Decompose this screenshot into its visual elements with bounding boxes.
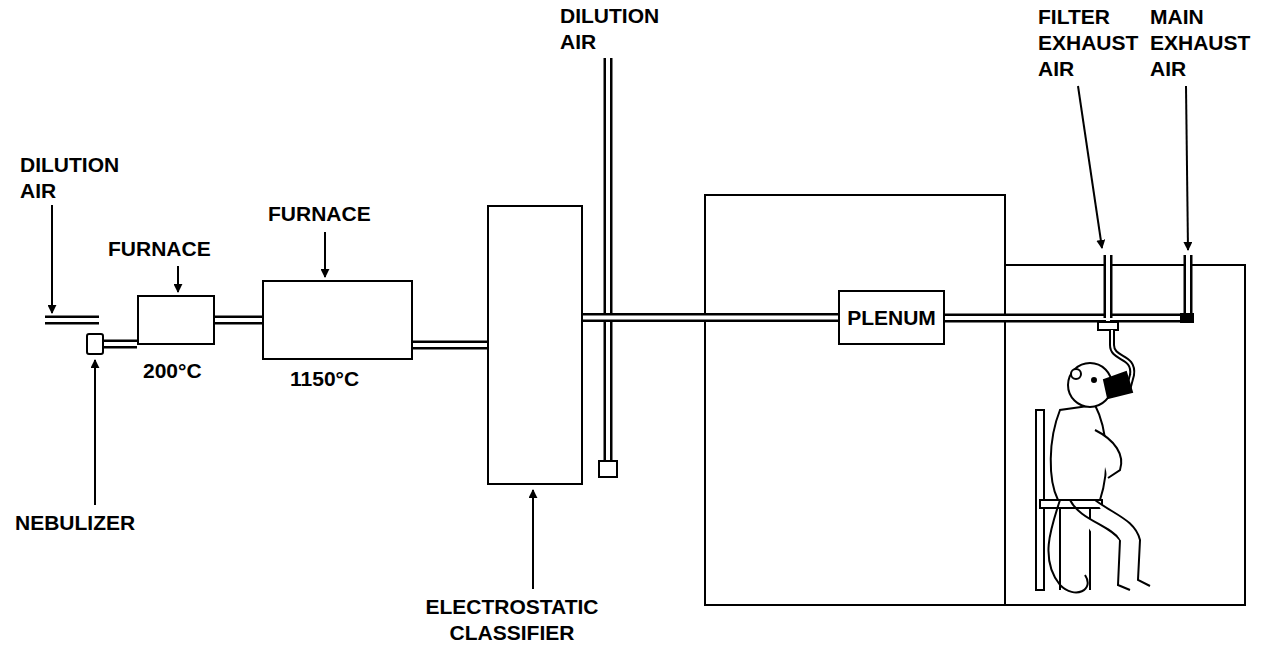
classifier-box: ELECTROSTATIC CLASSIFIER: [487, 205, 583, 485]
tube-wall: [104, 340, 137, 349]
furnace-box: FURNACE200°C: [137, 295, 215, 345]
node-label: FURNACE: [108, 236, 238, 262]
tube-bore: [583, 316, 838, 320]
node-label: NEBULIZER: [15, 510, 185, 536]
node-label: 200°C: [143, 358, 243, 384]
tube-wall: [413, 341, 487, 350]
exhaust-label: FILTER EXHAUST AIR: [1038, 4, 1146, 82]
node-label: 1150°C: [290, 366, 400, 392]
tee-junction: [599, 461, 617, 477]
inlet-label: DILUTION AIR: [560, 3, 685, 55]
monkey: [1048, 363, 1150, 592]
tube-bore: [215, 318, 262, 322]
tube-bore: [104, 342, 137, 346]
dilution-tube: [608, 58, 609, 462]
nebulizer: NEBULIZER: [86, 333, 104, 355]
furnace-box: FURNACE1150°C: [262, 280, 413, 360]
node-label: FURNACE: [268, 201, 408, 227]
tube-bore: [413, 343, 487, 347]
plenum-box: PLENUM: [838, 290, 945, 345]
tube-connector: [215, 320, 262, 321]
filter-holder: [1098, 322, 1118, 330]
exhaust-label: MAIN EXHAUST AIR: [1150, 4, 1262, 82]
exhaust-tube: [945, 255, 1188, 322]
tube-connector: [583, 317, 838, 318]
inlet-label: DILUTION AIR: [20, 152, 140, 204]
leader-arrows: [52, 86, 1188, 589]
tube-wall: [215, 316, 262, 325]
elbow: [1180, 313, 1194, 323]
inlet-tube: [45, 320, 99, 321]
node-label: PLENUM: [847, 305, 936, 331]
tube-wall: [583, 313, 838, 322]
tube-connector: [413, 345, 487, 346]
exposure-enclosure: [705, 195, 1005, 605]
node-label: ELECTROSTATIC CLASSIFIER: [412, 594, 612, 646]
tube-connector: [104, 344, 137, 345]
